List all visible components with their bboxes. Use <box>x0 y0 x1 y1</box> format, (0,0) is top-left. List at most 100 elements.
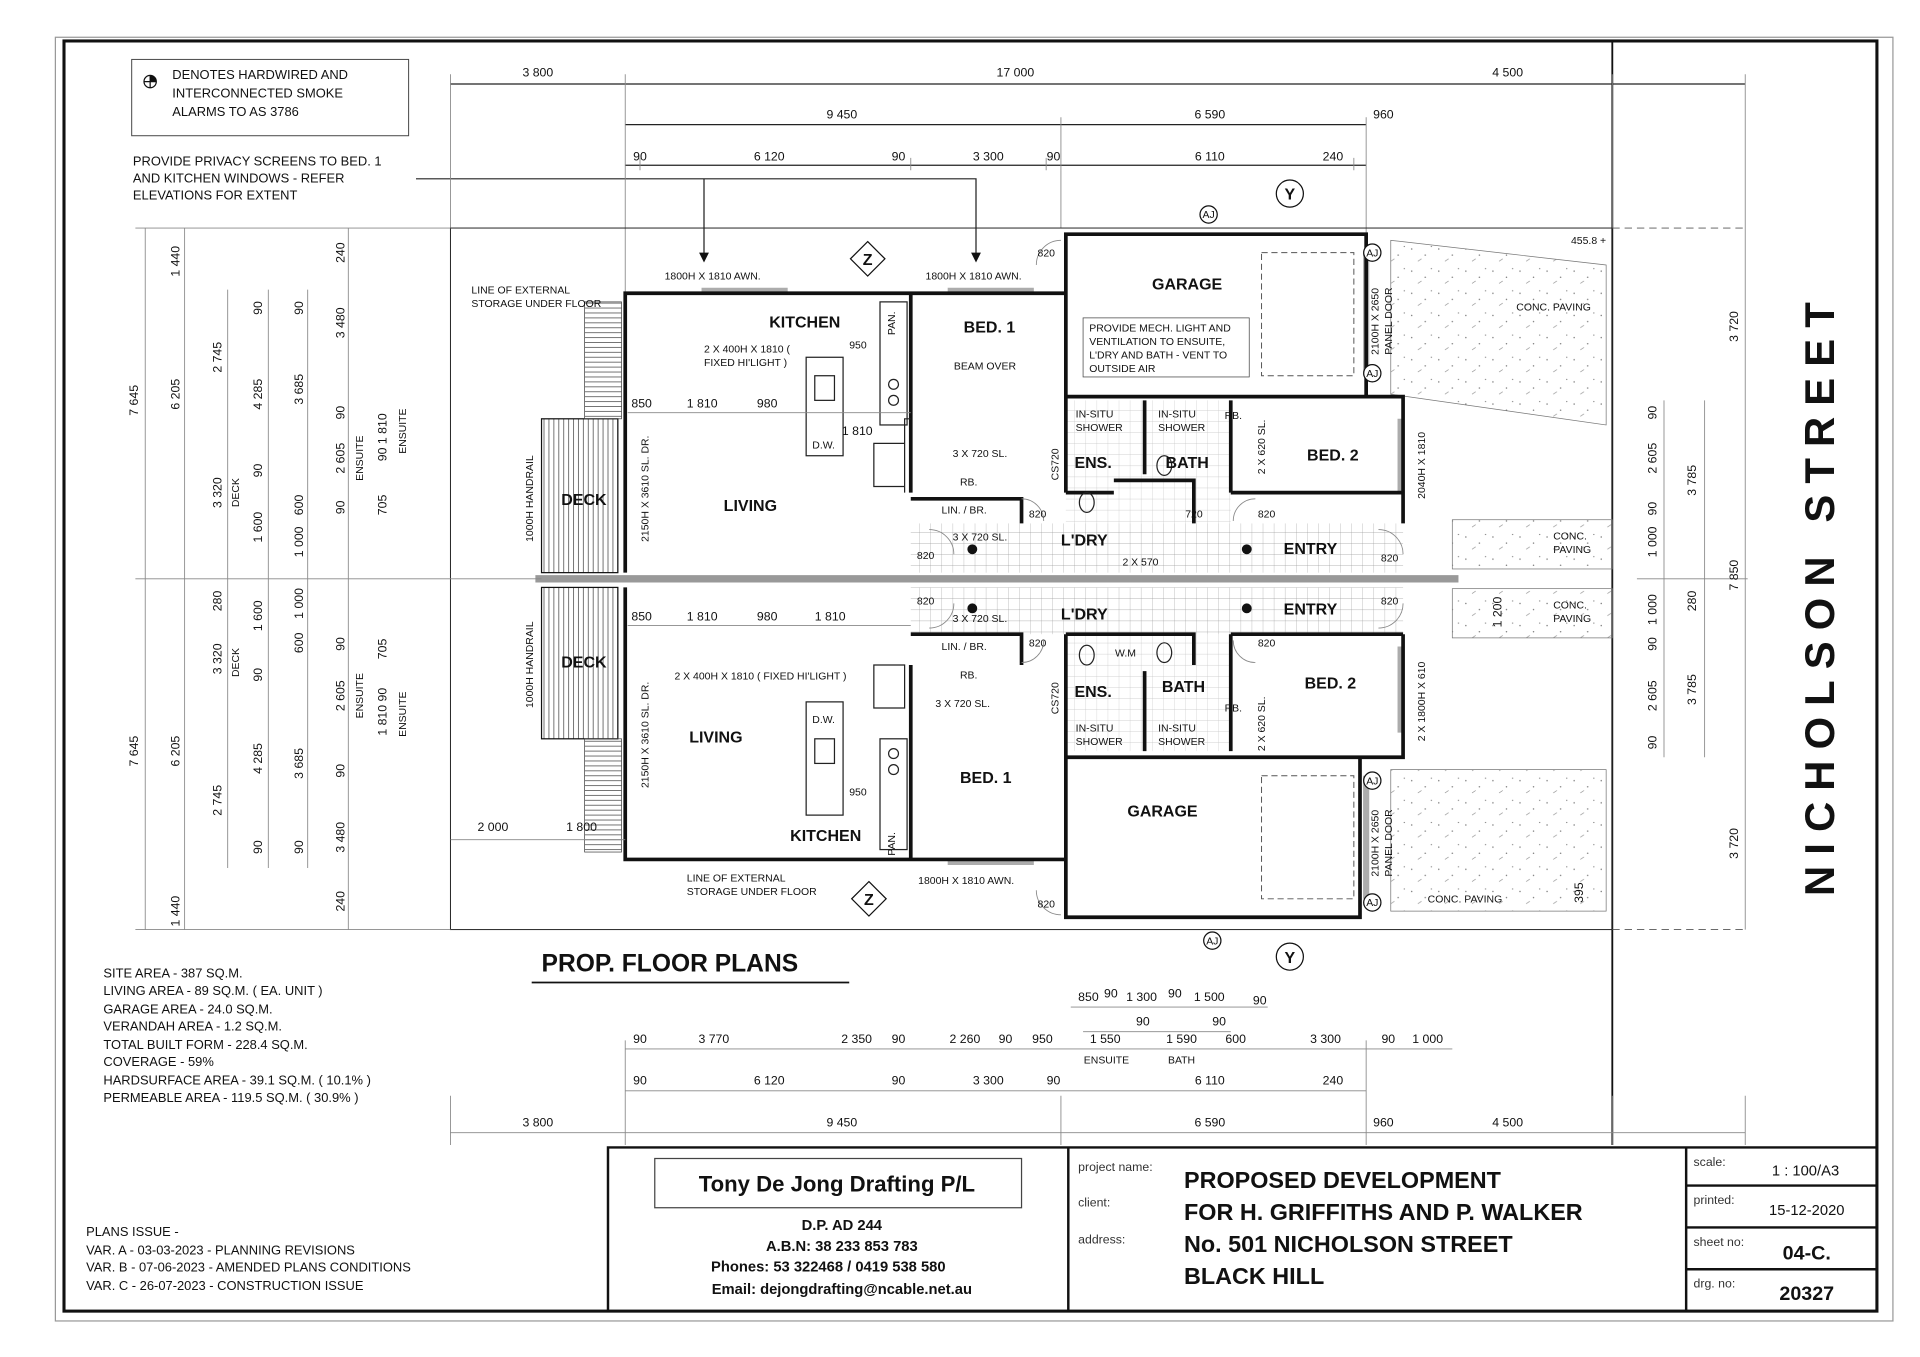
dim: 3 685 <box>292 748 306 779</box>
legend-line: INTERCONNECTED SMOKE <box>172 86 343 101</box>
robe-label: RB. <box>960 671 977 682</box>
dim: 90 <box>251 464 265 478</box>
dim: 4 500 <box>1492 66 1523 80</box>
dim: 3 685 <box>292 374 306 405</box>
legend-line: ALARMS TO AS 3786 <box>172 104 299 119</box>
dim: 240 <box>1323 1074 1344 1088</box>
dim: 1 810 <box>842 424 873 438</box>
dim: ENSUITE <box>1084 1056 1129 1067</box>
shower-label: IN-SITU <box>1158 723 1196 734</box>
dim: 3 480 <box>334 307 348 338</box>
linen-label: LIN. / BR. <box>942 506 987 517</box>
smoke-alarm-legend: DENOTES HARDWIRED AND INTERCONNECTED SMO… <box>131 58 410 137</box>
dim: 3 720 <box>1727 311 1741 342</box>
door-width: 950 <box>849 341 867 352</box>
dim: 90 <box>1047 149 1061 163</box>
window-label: 2 X 400H X 1810 ( <box>704 344 791 355</box>
shower-label: IN-SITU <box>1076 723 1114 734</box>
room-ensuite: ENS. <box>1074 684 1111 701</box>
dim: 90 <box>1253 994 1267 1008</box>
note-line: PROVIDE MECH. LIGHT AND <box>1089 323 1231 334</box>
firm-phones: Phones: 53 322468 / 0419 538 580 <box>711 1260 946 1276</box>
address-label: address: <box>1078 1232 1125 1246</box>
paving-strip-top <box>1451 519 1613 570</box>
walls-unit-top <box>623 232 1405 573</box>
firm-abn: A.B.N: 38 233 853 783 <box>766 1239 918 1255</box>
dim: 6 110 <box>1195 149 1225 163</box>
dim: 9 450 <box>826 108 857 122</box>
door-label: CS720 <box>1050 448 1061 480</box>
walls-unit-bottom <box>623 587 1405 920</box>
kitchen-island-bottom <box>805 701 844 816</box>
shower-label: IN-SITU <box>1158 410 1196 421</box>
issue-line: VAR. B - 07-06-2023 - AMENDED PLANS COND… <box>86 1260 411 1275</box>
door-width: 820 <box>1381 597 1399 608</box>
dim: 1 000 <box>1646 594 1660 625</box>
area-line: LIVING AREA - 89 SQ.M. ( EA. UNIT ) <box>103 983 322 998</box>
junction-marker: AJ <box>1203 210 1215 221</box>
dim: 6 120 <box>754 1074 785 1088</box>
door-label: 2100H X 2650 <box>1370 810 1381 877</box>
dim: 6 120 <box>754 149 785 163</box>
room-ensuite: ENS. <box>1074 455 1111 472</box>
dim: 705 <box>375 639 389 660</box>
door-label: 2150H X 3610 SL. DR. <box>641 682 652 788</box>
dim: 90 <box>1136 1015 1150 1029</box>
dim: 17 000 <box>997 66 1035 80</box>
dim: 1 200 <box>1491 596 1505 627</box>
client-name: FOR H. GRIFFITHS AND P. WALKER <box>1184 1199 1583 1225</box>
dim: 3 720 <box>1727 828 1741 859</box>
toilet-icon <box>1078 455 1173 666</box>
dim: 4 285 <box>251 743 265 774</box>
street-name: NICHOLSON STREET <box>1796 291 1843 896</box>
dim: 90 <box>999 1032 1013 1046</box>
dim: 850 <box>1078 990 1099 1004</box>
dim: 600 <box>292 632 306 653</box>
junction-marker: AJ <box>1366 248 1378 259</box>
dim: 3 300 <box>973 149 1004 163</box>
dim: 90 <box>1646 502 1660 516</box>
room-bed1: BED. 1 <box>960 770 1012 787</box>
dim: 90 <box>334 500 348 514</box>
dim: 1 590 <box>1166 1032 1197 1046</box>
dim: 9 450 <box>826 1116 857 1130</box>
dim: 240 <box>334 242 348 263</box>
dim: 280 <box>211 591 225 612</box>
sheet-label: sheet no: <box>1694 1235 1745 1249</box>
dim: 90 <box>633 1032 647 1046</box>
dim: 90 1 810 <box>375 413 389 461</box>
client-label: client: <box>1078 1196 1110 1210</box>
dim: ENSUITE <box>398 692 409 737</box>
door-label: PANEL DOOR <box>1384 287 1395 355</box>
dim: 2 605 <box>334 680 348 711</box>
room-laundry: L'DRY <box>1061 533 1108 550</box>
dim: 3 300 <box>973 1074 1004 1088</box>
section-marker-y: Y <box>1275 942 1304 971</box>
dim: 850 <box>631 610 652 624</box>
shower-label: SHOWER <box>1076 423 1123 434</box>
door-label: 2150H X 3610 SL. DR. <box>641 436 652 542</box>
dim: 90 <box>1646 637 1660 651</box>
dim: 7 645 <box>127 736 141 767</box>
door-label: 3 X 720 SL. <box>953 449 1008 460</box>
dim: 90 <box>1168 986 1182 1000</box>
dim: 1 810 <box>815 610 846 624</box>
dim: 395 <box>1572 882 1586 903</box>
paving-label: PAVING <box>1553 545 1591 556</box>
dim: 3 800 <box>522 66 553 80</box>
door-label: CS720 <box>1050 682 1061 714</box>
shower-label: SHOWER <box>1158 737 1205 748</box>
section-marker-z: Z <box>849 240 886 277</box>
dim: 90 <box>1212 1015 1226 1029</box>
dim: 1 550 <box>1090 1032 1121 1046</box>
dim: 90 <box>334 406 348 420</box>
dim: 1 800 <box>566 820 597 834</box>
dim: ENSUITE <box>398 408 409 453</box>
drg-value: 20327 <box>1779 1283 1834 1305</box>
paving-label: CONC. <box>1553 531 1587 542</box>
junction-marker: AJ <box>1366 369 1378 380</box>
pantry-label: PAN. <box>887 832 898 856</box>
top-dimensions: 3 800 17 000 4 500 9 450 6 590 960 90 6 … <box>450 66 1746 294</box>
junction-marker: AJ <box>1366 898 1378 909</box>
